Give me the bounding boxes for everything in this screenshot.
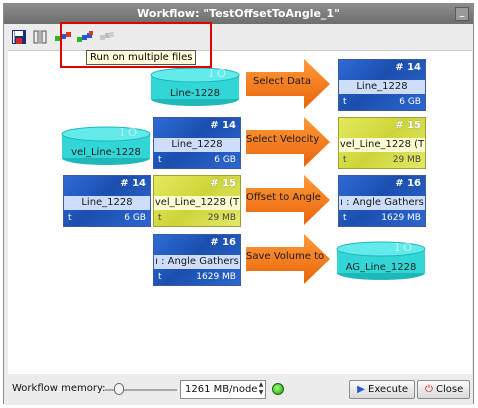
step-select-data[interactable]: Select Data [246,59,330,109]
columns-layout-icon[interactable] [32,28,50,46]
step-label: Save Volume to [246,251,325,262]
disabled-run-icon[interactable] [98,28,116,46]
data-node-r3-in2[interactable]: # 15 vel_Line_1228 (T t 29 MB [153,175,241,227]
io-badge: I O [395,241,412,254]
node-name: Line_1228 [154,138,240,152]
close-label: Close [436,384,464,395]
node-number: # 14 [210,120,236,131]
workflow-memory-label: Workflow memory: [12,383,106,394]
io-badge: I O [120,126,137,139]
node-size: 1629 MB [381,213,421,223]
node-size: 6 GB [124,213,146,223]
node-number: # 16 [210,237,236,248]
node-number: # 15 [395,120,421,131]
dataset-vel-line-1228[interactable]: I O vel_Line-1228 [61,126,151,166]
data-node-r2-in[interactable]: # 14 Line_1228 t 6 GB [153,117,241,169]
node-name: vel_Line_1228 (T [154,196,240,210]
step-label: Select Data [253,76,311,87]
step-save-volume[interactable]: Save Volume to [246,234,330,284]
step-label: Select Velocity [246,134,320,145]
node-type: t [158,213,162,223]
power-icon: ⏻ [425,384,433,395]
node-number: # 14 [120,178,146,189]
node-size: 6 GB [399,97,421,107]
io-badge: I O [209,67,226,80]
memory-input[interactable]: 1261 MB/node [180,380,266,399]
dataset-line-1228[interactable]: I O Line-1228 [150,67,240,107]
run-multiple-files-icon[interactable] [76,28,94,46]
node-type: t [343,97,347,107]
node-size: 6 GB [214,155,236,165]
status-bar: Workflow memory: 1261 MB/node ▲▼ ▶Execut… [4,374,473,405]
data-node-r1[interactable]: # 14 Line_1228 t 6 GB [338,59,426,111]
data-node-r4-in[interactable]: # 16 ı : Angle Gathers t 1629 MB [153,234,241,286]
dataset-ag-line-1228[interactable]: I O AG_Line_1228 [336,241,426,281]
node-number: # 15 [210,178,236,189]
workflow-canvas: I O Line-1228 Select Data # 14 Line_1228… [8,50,472,374]
node-name: Line_1228 [339,80,425,94]
step-select-velocity[interactable]: Select Velocity [246,117,330,167]
execute-label: Execute [368,384,408,395]
node-name: vel_Line_1228 (T [339,138,425,152]
step-label: Offset to Angle [246,192,321,203]
node-type: t [343,213,347,223]
play-icon: ▶ [357,384,365,395]
node-size: 29 MB [207,213,236,223]
window-title: Workflow: "TestOffsetToAngle_1" [137,7,340,20]
dataset-label: Line-1228 [170,88,220,99]
highlight-box [60,22,212,68]
dataset-label: AG_Line_1228 [345,262,417,273]
node-type: t [158,272,162,282]
status-indicator-icon [272,383,284,395]
tooltip: Run on multiple files [86,50,197,65]
memory-stepper-icon[interactable]: ▲▼ [258,381,264,396]
node-size: 29 MB [392,155,421,165]
title-bar: Workflow: "TestOffsetToAngle_1" _ [4,4,473,24]
node-type: t [343,155,347,165]
step-offset-to-angle[interactable]: Offset to Angle [246,175,330,225]
close-button[interactable]: ⏻Close [417,380,471,399]
data-node-r3-in1[interactable]: # 14 Line_1228 t 6 GB [63,175,151,227]
node-name: Line_1228 [64,196,150,210]
data-node-r2-out[interactable]: # 15 vel_Line_1228 (T t 29 MB [338,117,426,169]
execute-button[interactable]: ▶Execute [349,380,415,399]
dataset-label: vel_Line-1228 [71,147,141,158]
node-type: t [158,155,162,165]
run-single-icon[interactable] [54,28,72,46]
data-node-r3-out[interactable]: # 16 ı : Angle Gathers t 1629 MB [338,175,426,227]
toolbar [4,24,473,50]
save-workflow-icon[interactable] [10,28,28,46]
node-number: # 14 [395,62,421,73]
workflow-window: Workflow: "TestOffsetToAngle_1" _ I O Li… [3,3,474,405]
minimize-button[interactable]: _ [455,7,469,21]
node-number: # 16 [395,178,421,189]
node-name: ı : Angle Gathers [154,255,240,269]
node-name: ı : Angle Gathers [339,196,425,210]
node-size: 1629 MB [196,272,236,282]
memory-slider-handle[interactable] [114,383,124,395]
node-type: t [68,213,72,223]
memory-slider-track[interactable] [105,389,177,391]
